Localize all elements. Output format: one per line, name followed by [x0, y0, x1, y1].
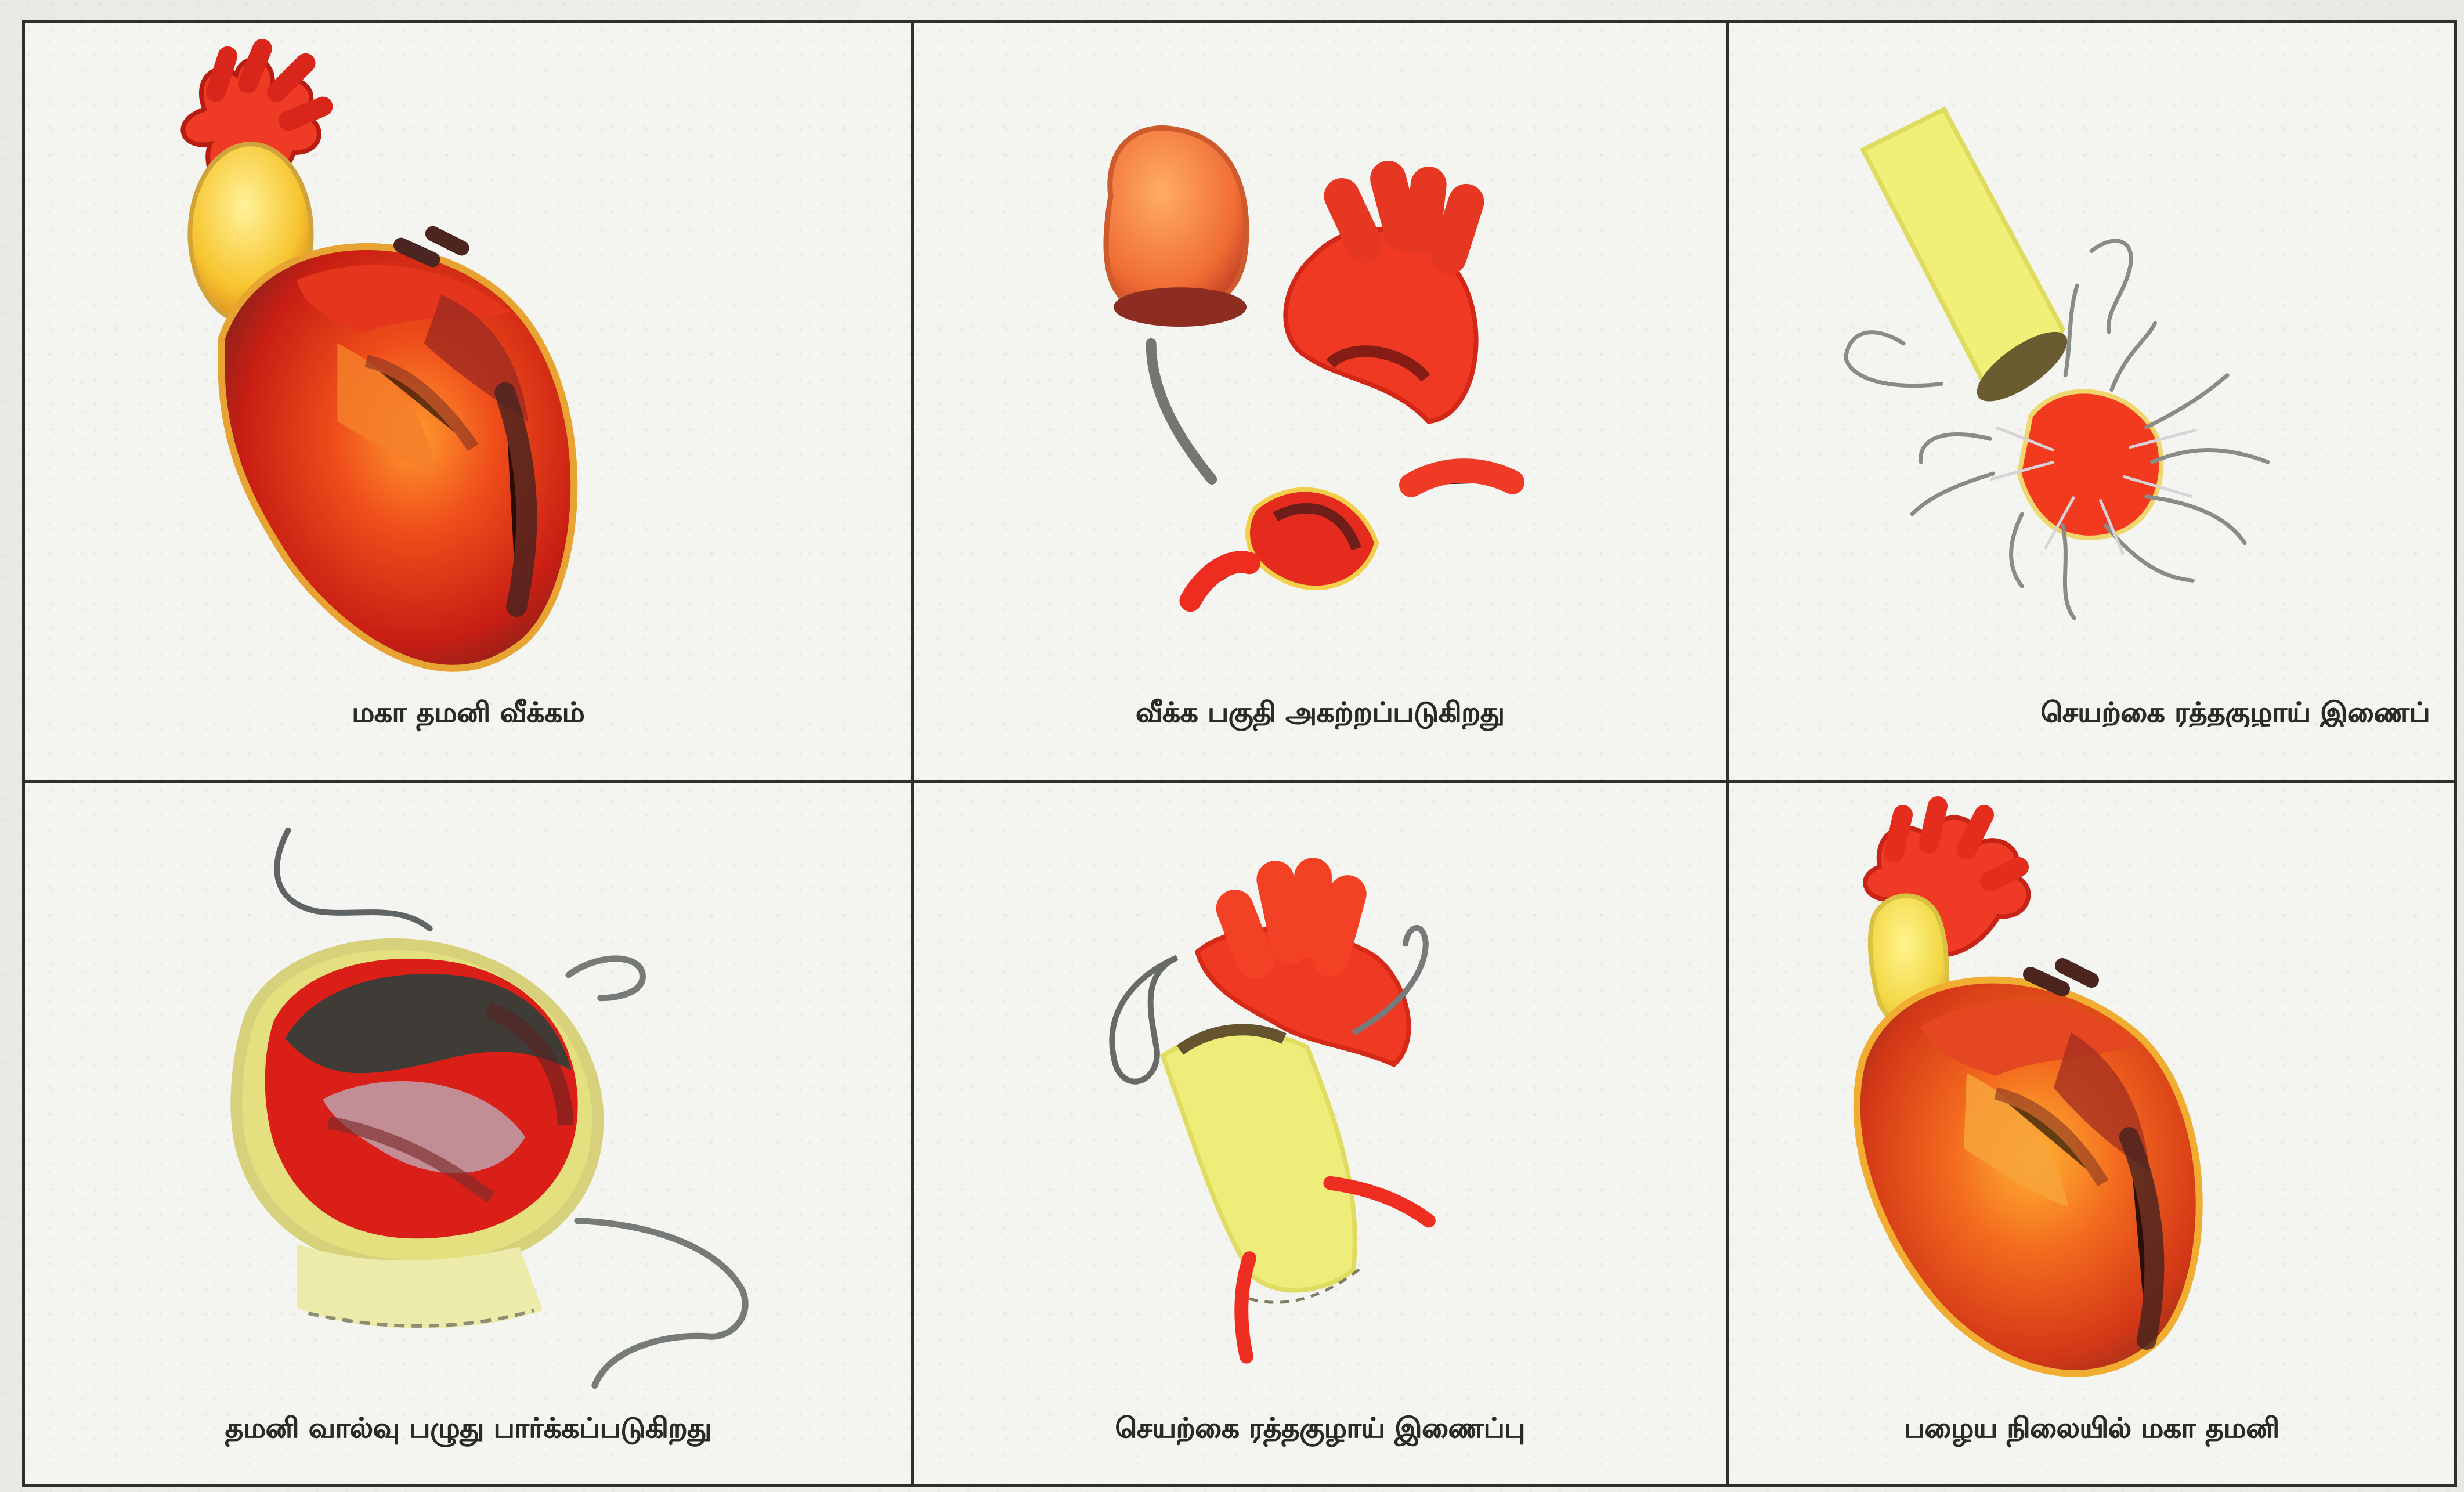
caption-valve-repair: தமனி வால்வு பழுது பார்க்கப்படுகிறது — [25, 1414, 911, 1442]
caption-removed-section: வீக்க பகுதி அகற்றப்படுகிறது — [914, 699, 1726, 727]
panel-removed-section: வீக்க பகுதி அகற்றப்படுகிறது — [914, 23, 1729, 783]
panel-graft-attached: செயற்கை ரத்தகுழாய் இணைப்பு — [914, 783, 1729, 1484]
panel-valve-repair: தமனி வால்வு பழுது பார்க்கப்படுகிறது — [25, 783, 914, 1484]
graft-tube-being-sutured-illustration — [1729, 23, 2454, 780]
aneurysm-section-removed-illustration — [914, 23, 1726, 780]
caption-restored-aorta: பழைய நிலையில் மகா தமனி — [1729, 1414, 2454, 1442]
panel-graft-joining: செயற்கை ரத்தகுழாய் இணைப் — [1729, 23, 2454, 783]
valve-repair-with-suture-illustration — [25, 783, 911, 1484]
panel-swollen-aorta: மகா தமனி வீக்கம் — [25, 23, 914, 783]
aortic-repair-panel-grid: மகா தமனி வீக்கம் — [22, 20, 2457, 1487]
graft-attached-to-aortic-arch-illustration — [914, 783, 1726, 1484]
caption-graft-joining: செயற்கை ரத்தகுழாய் இணைப் — [1762, 699, 2430, 727]
panel-restored-aorta: பழைய நிலையில் மகா தமனி — [1729, 783, 2454, 1484]
caption-graft-attached: செயற்கை ரத்தகுழாய் இணைப்பு — [914, 1414, 1726, 1442]
heart-with-repaired-aorta-illustration — [1729, 783, 2454, 1484]
heart-with-swollen-aorta-illustration — [25, 23, 911, 780]
caption-swollen-aorta: மகா தமனி வீக்கம் — [25, 699, 911, 727]
